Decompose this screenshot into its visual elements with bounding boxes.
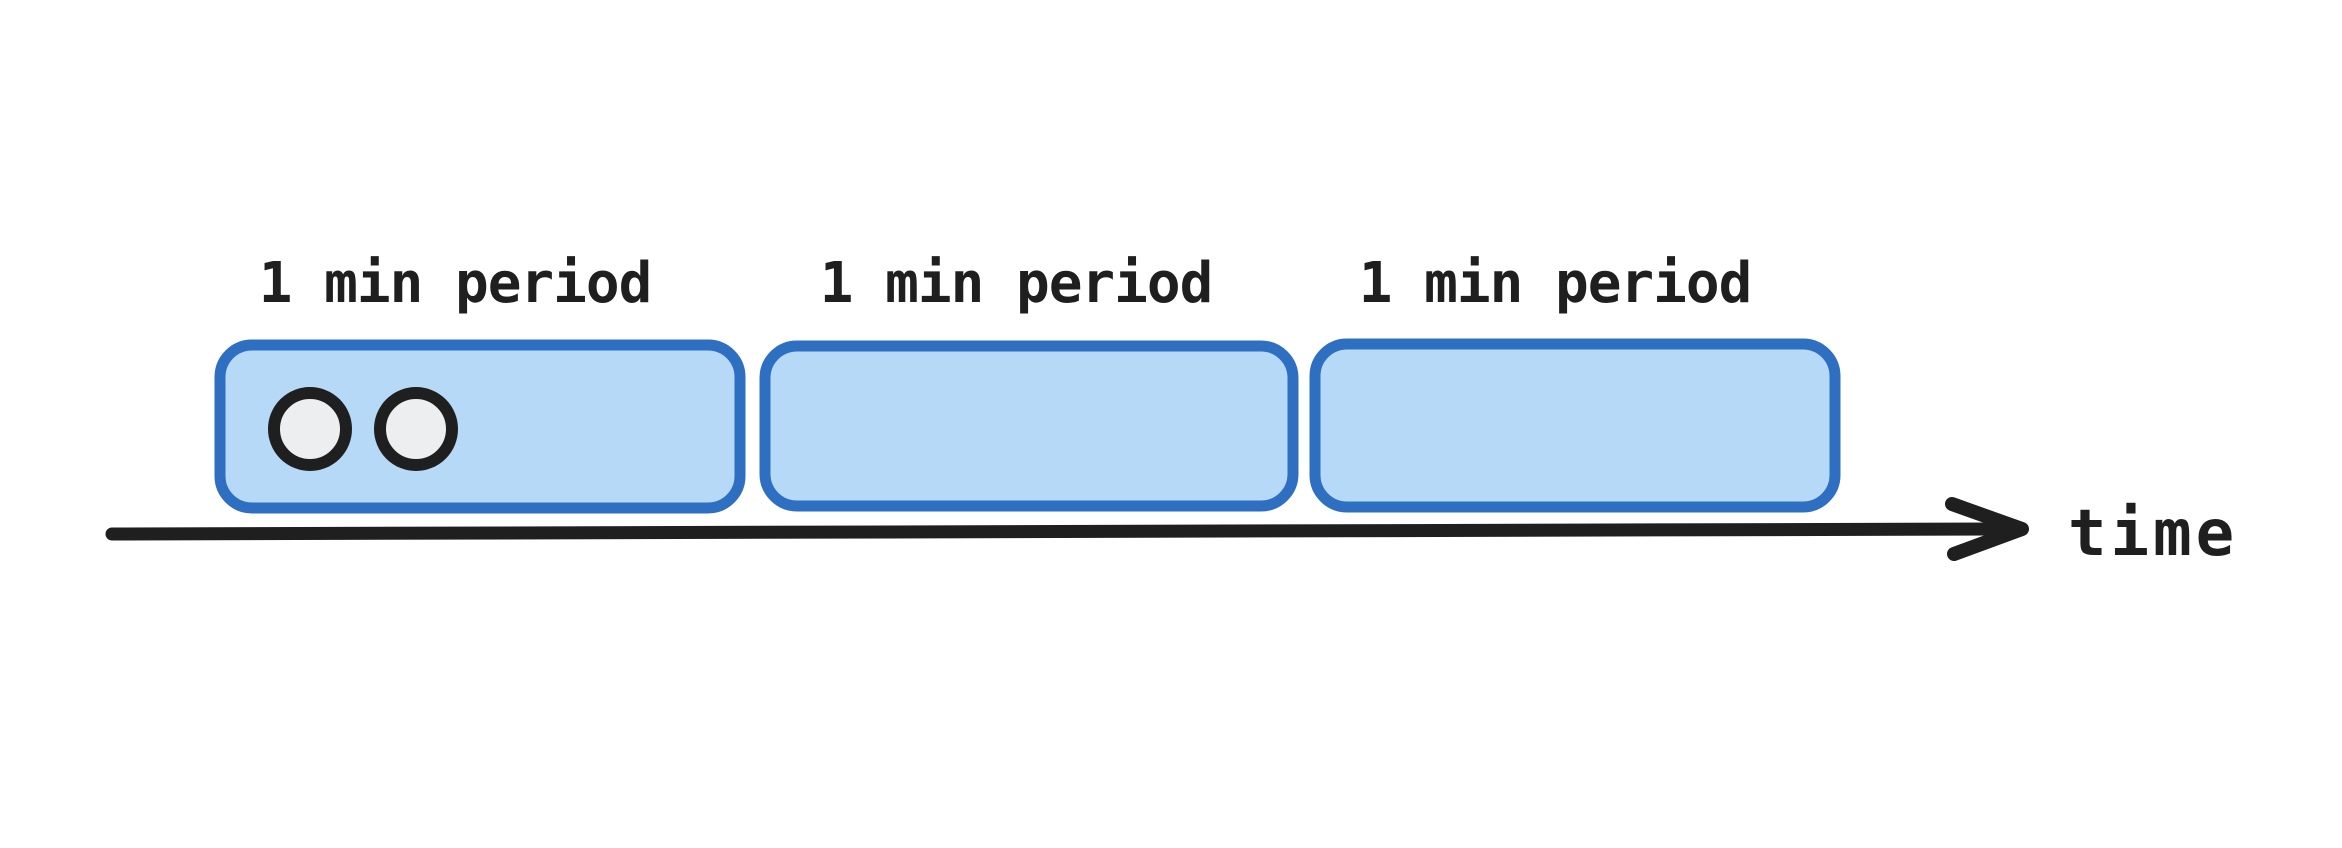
time-axis: time: [105, 497, 2238, 571]
period-label-3: 1 min period: [1359, 251, 1752, 316]
period-window-3: 1 min period: [1309, 251, 1841, 513]
period-label-2: 1 min period: [820, 251, 1213, 316]
time-axis-arrowhead-icon: [1945, 497, 2029, 561]
period-window-2: 1 min period: [759, 251, 1299, 512]
request-dot: [268, 387, 352, 471]
period-window-1: 1 min period: [214, 251, 746, 514]
period-box-1: [214, 339, 746, 514]
period-label-1: 1 min period: [259, 251, 652, 316]
request-dot: [374, 387, 458, 471]
period-box-3: [1309, 338, 1841, 513]
time-axis-line: [105, 522, 2007, 541]
time-axis-label: time: [2068, 497, 2238, 571]
period-box-2: [759, 340, 1299, 512]
request-dots-1: [268, 387, 458, 471]
